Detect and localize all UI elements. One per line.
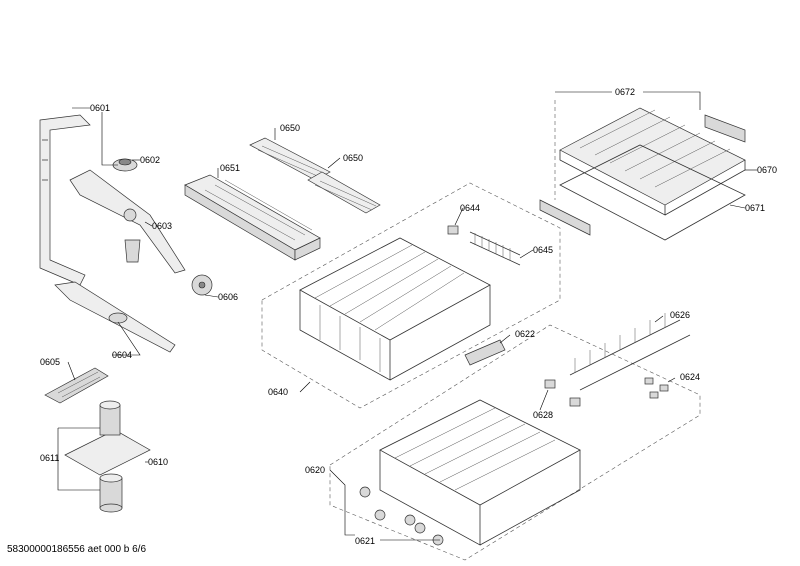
spray-nozzle-disc-drawing (191, 274, 213, 296)
tine-clip-drawing (544, 379, 581, 407)
label-0602: 0602 (140, 155, 160, 165)
microfilter-drawing (64, 400, 151, 476)
spray-arm-supply-pipe-drawing (39, 114, 91, 286)
label-0640: 0640 (268, 387, 288, 397)
lower-basket-group-outline (329, 324, 701, 561)
third-rack-rail-drawing (559, 144, 746, 241)
label-0622: 0622 (515, 329, 535, 339)
label-0611: 0611 (40, 453, 59, 463)
part-labels: 0601 0602 0603 0604 0605 0606 0610 0611 … (40, 87, 777, 546)
label-0672: 0672 (615, 87, 635, 97)
label-0624: 0624 (680, 372, 700, 382)
label-0670: 0670 (757, 165, 777, 175)
upper-basket-drawing (299, 237, 491, 381)
label-0671: 0671 (745, 203, 765, 213)
label-0626: 0626 (670, 310, 690, 320)
spray-arm-connector-drawing (112, 158, 138, 172)
lower-spray-arm-drawing (54, 281, 176, 353)
rail-stop-bracket-drawing (539, 199, 591, 236)
upper-spray-arm-drawing (69, 169, 186, 274)
label-0650-lower: 0650 (343, 153, 363, 163)
label-0628: 0628 (533, 410, 553, 420)
document-code: 58300000186556 aet 000 b 6/6 (7, 544, 147, 555)
cup-shelf-clip-drawing (447, 225, 459, 235)
label-0605: 0605 (40, 357, 60, 367)
label-0621: 0621 (355, 536, 375, 546)
third-rack-side-clip-drawing (704, 114, 746, 143)
filter-cover-drawing (44, 367, 109, 404)
tine-holder-set-drawing (644, 377, 669, 399)
cutlery-insert-lower-drawing (307, 171, 381, 214)
third-rack-basket-drawing (559, 107, 746, 216)
upper-basket-group-outline (261, 182, 561, 409)
cup-shelf-drawing (469, 231, 521, 266)
fine-filter-cylinder-drawing (99, 473, 123, 513)
label-0644: 0644 (460, 203, 480, 213)
basket-handle-drawing (464, 339, 506, 366)
label-0601: 0601 (90, 103, 110, 113)
cutlery-insert-upper-drawing (249, 137, 331, 181)
label-0604: 0604 (112, 350, 132, 360)
folding-tine-row-drawing (569, 313, 691, 391)
leader-lines (57, 91, 757, 541)
label-0610: 0610 (148, 457, 168, 467)
label-0603: 0603 (152, 221, 172, 231)
cutlery-tray-drawing (184, 174, 321, 261)
label-0620: 0620 (305, 465, 325, 475)
label-0606: 0606 (218, 292, 238, 302)
label-0651: 0651 (220, 163, 240, 173)
lower-basket-drawing (379, 399, 581, 546)
label-0650-upper: 0650 (280, 123, 300, 133)
label-0645: 0645 (533, 245, 553, 255)
